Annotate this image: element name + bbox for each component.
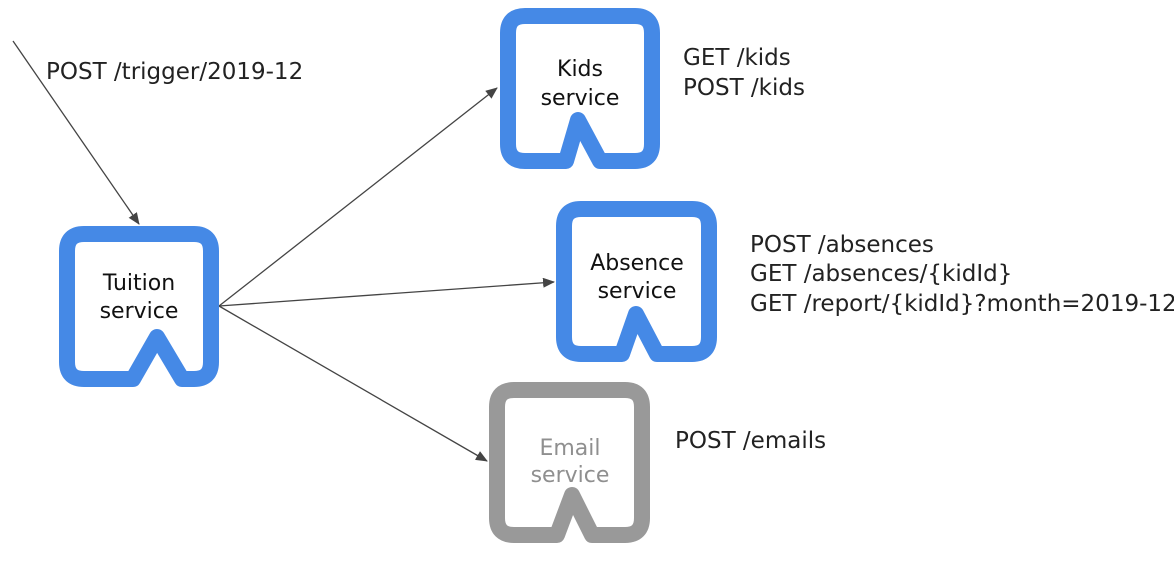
email-service-suffix: service: [531, 463, 610, 488]
edge-tuition-to-absence: [218, 277, 555, 307]
edges: [12, 40, 555, 462]
email-service-node[interactable]: Email service: [489, 382, 650, 543]
absence-service-name: Absence: [590, 251, 684, 276]
tuition-service-suffix: service: [100, 299, 179, 324]
speech-bubble-icon: [556, 201, 717, 362]
speech-bubble-icon: [489, 382, 650, 543]
endpoint-label: POST /absences: [750, 232, 934, 258]
edge-trigger-to-tuition: [12, 40, 140, 225]
absence-service-suffix: service: [598, 279, 677, 304]
kids-service-suffix: service: [541, 86, 620, 111]
edge-tuition-to-kids: [218, 87, 498, 307]
absence-endpoints: POST /absences GET /absences/{kidId} GET…: [750, 232, 1174, 317]
absence-service-node[interactable]: Absence service: [556, 201, 717, 362]
speech-bubble-icon: [500, 8, 660, 169]
trigger-label: POST /trigger/2019-12: [46, 59, 303, 85]
tuition-service-name: Tuition: [102, 271, 175, 296]
kids-service-node[interactable]: Kids service: [500, 8, 660, 169]
endpoint-label: GET /absences/{kidId}: [750, 261, 1012, 287]
edge-tuition-to-email: [218, 305, 488, 462]
endpoint-label: GET /report/{kidId}?month=2019-12: [750, 291, 1174, 317]
speech-bubble-icon: [59, 226, 219, 387]
endpoint-label: POST /kids: [683, 75, 805, 101]
kids-endpoints: GET /kids POST /kids: [683, 45, 805, 101]
endpoint-label: GET /kids: [683, 45, 791, 71]
kids-service-name: Kids: [557, 57, 603, 82]
tuition-service-node[interactable]: Tuition service: [59, 226, 219, 387]
email-service-name: Email: [539, 436, 600, 461]
endpoint-label: POST /emails: [675, 428, 826, 454]
email-endpoints: POST /emails: [675, 428, 826, 454]
